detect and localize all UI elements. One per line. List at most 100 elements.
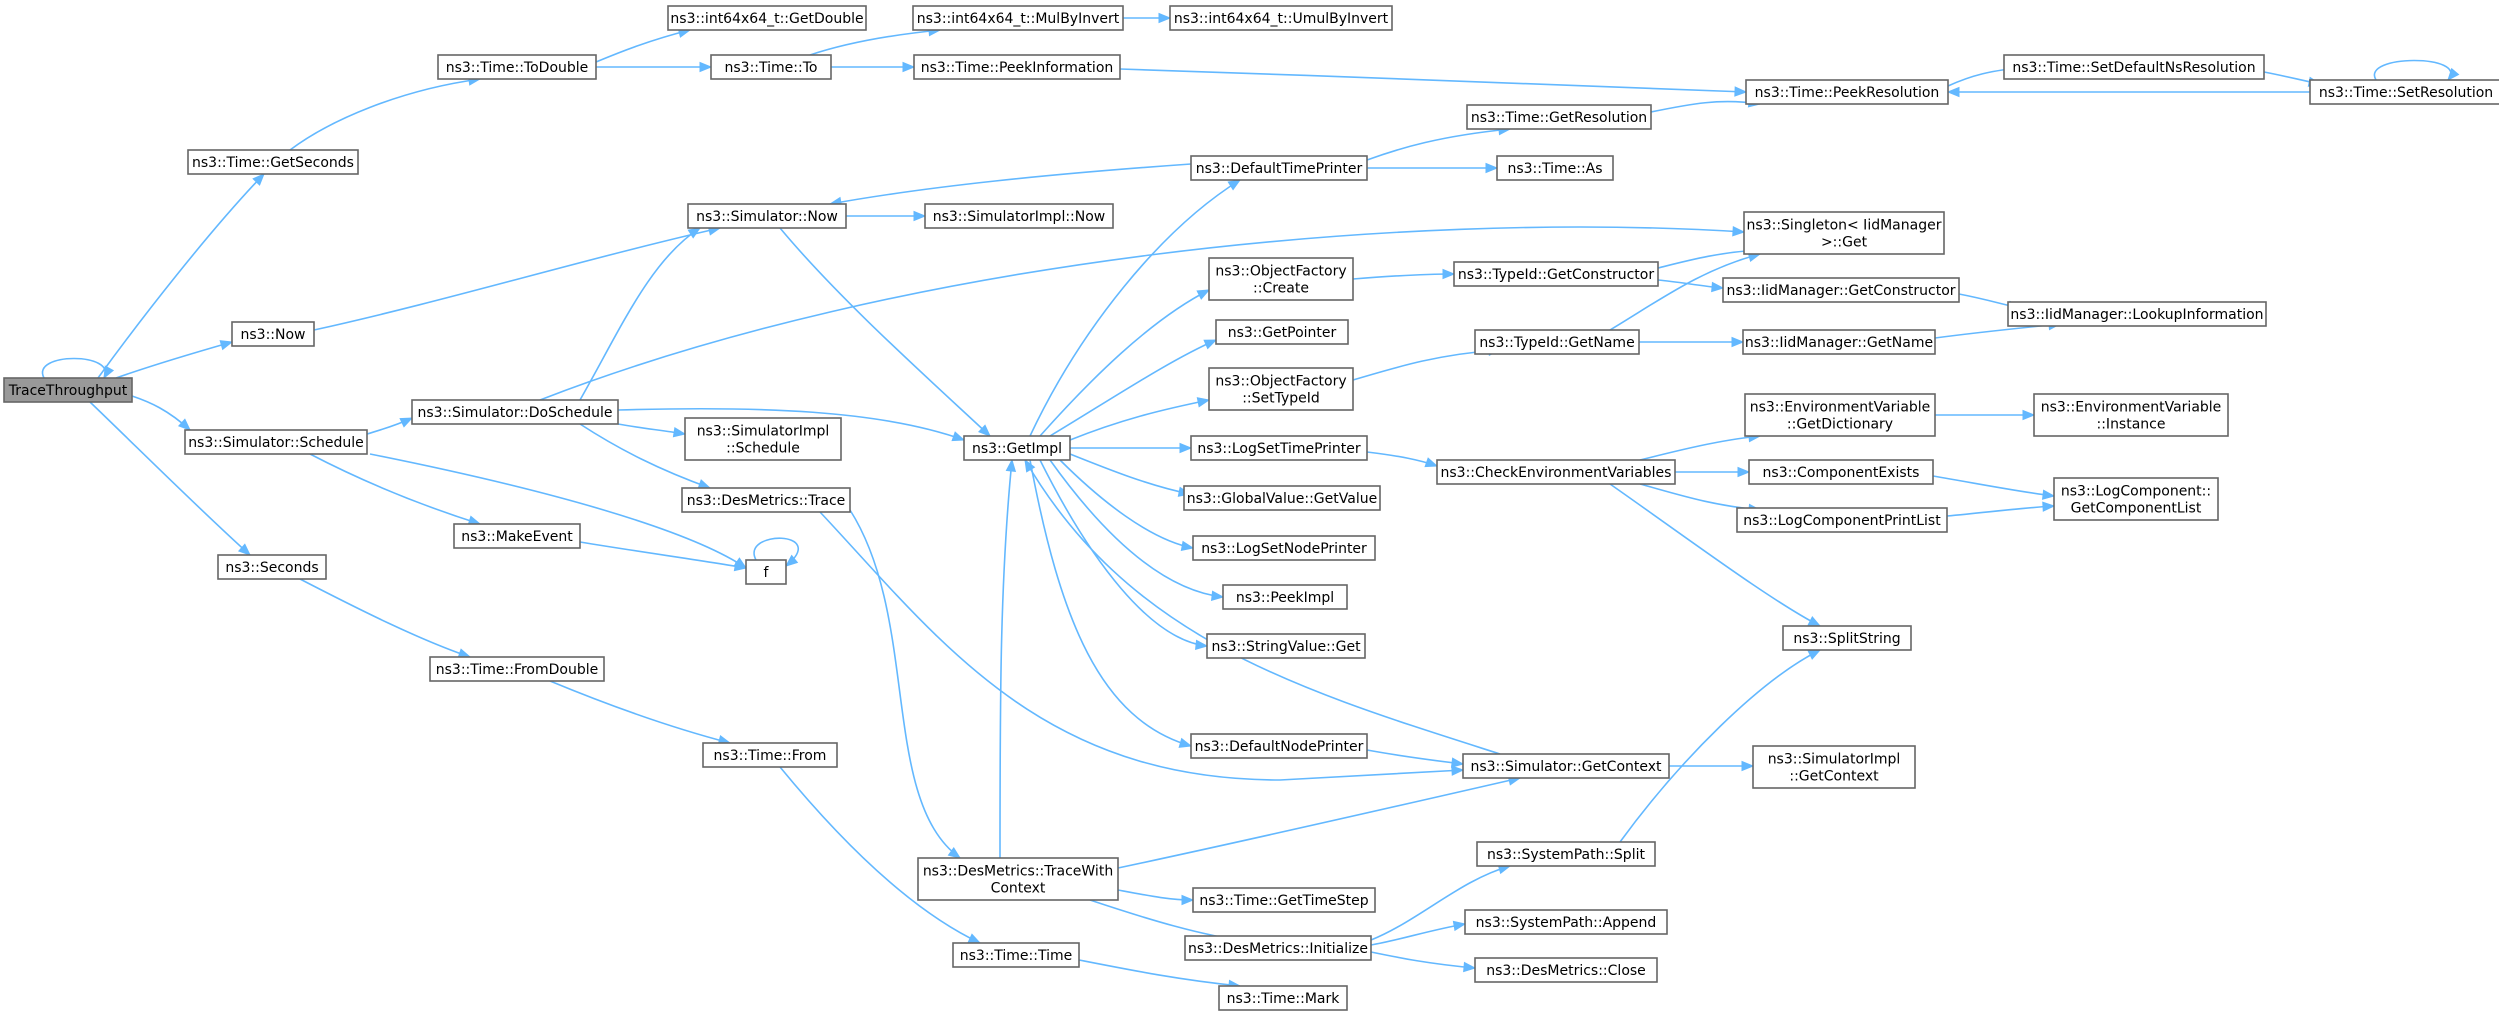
node-iidGetName[interactable]: ns3::IidManager::GetName [1742, 329, 1936, 355]
node-seconds[interactable]: ns3::Seconds [217, 554, 327, 580]
node-label: ::Schedule [726, 441, 800, 457]
node-simGetContext[interactable]: ns3::Simulator::GetContext [1462, 753, 1670, 779]
node-globalValueGetValue[interactable]: ns3::GlobalValue::GetValue [1183, 485, 1381, 511]
node-box [681, 487, 851, 513]
edge-setResolution-to-setResolution [2373, 59, 2460, 82]
node-logSetNodePrinter[interactable]: ns3::LogSetNodePrinter [1192, 535, 1376, 561]
node-box [1192, 535, 1376, 561]
node-schedule[interactable]: ns3::Simulator::Schedule [184, 429, 368, 455]
node-simImplGetContext[interactable]: ns3::SimulatorImpl::GetContext [1752, 745, 1916, 789]
node-label: ns3::GetImpl [972, 441, 1062, 457]
node-label: ns3::LogComponent:: [2061, 484, 2211, 500]
node-stringValueGet[interactable]: ns3::StringValue::Get [1206, 633, 1366, 659]
node-desInitialize[interactable]: ns3::DesMetrics::Initialize [1184, 935, 1372, 961]
edge-root-to-root [41, 357, 115, 380]
node-box [1218, 985, 1348, 1011]
arrowhead-icon [1807, 649, 1822, 660]
node-mulByInvert[interactable]: ns3::int64x64_t::MulByInvert [912, 5, 1124, 31]
node-label: ns3::Time::GetSeconds [192, 155, 354, 171]
node-getComponentList[interactable]: ns3::LogComponent::GetComponentList [2053, 477, 2219, 521]
edge-root-to-getSeconds [97, 173, 265, 379]
edge-getSeconds-to-toDouble [289, 75, 482, 151]
node-systemPathSplit[interactable]: ns3::SystemPath::Split [1476, 841, 1656, 867]
node-fromDouble[interactable]: ns3::Time::FromDouble [429, 656, 605, 682]
node-splitString[interactable]: ns3::SplitString [1782, 625, 1912, 651]
arrowhead-icon [1732, 226, 1746, 237]
node-setDefaultNsRes[interactable]: ns3::Time::SetDefaultNsResolution [2003, 54, 2265, 80]
node-typeIdGetConstructor[interactable]: ns3::TypeId::GetConstructor [1453, 261, 1659, 287]
node-logSetTimePrinter[interactable]: ns3::LogSetTimePrinter [1190, 435, 1368, 461]
edge-traceWithContext-to-simGetContext [1117, 775, 1522, 869]
arrowhead-icon [1158, 12, 1172, 24]
node-timeTo[interactable]: ns3::Time::To [710, 54, 832, 80]
node-objFactoryCreate[interactable]: ns3::ObjectFactory::Create [1208, 257, 1354, 301]
node-lookupInformation[interactable]: ns3::IidManager::LookupInformation [2007, 301, 2267, 327]
arrowhead-icon [902, 61, 916, 73]
node-i64GetDouble[interactable]: ns3::int64x64_t::GetDouble [667, 5, 867, 31]
node-peekResolution[interactable]: ns3::Time::PeekResolution [1745, 79, 1949, 105]
arrowhead-icon [1005, 458, 1017, 472]
edge-line [579, 541, 747, 569]
arrowhead-icon [967, 933, 982, 944]
node-getSeconds[interactable]: ns3::Time::GetSeconds [187, 149, 359, 175]
node-box [1466, 104, 1652, 130]
edge-defaultTimePrinter-to-timeAs [1367, 162, 1499, 174]
arrowhead-icon [2447, 67, 2460, 82]
node-timeTime[interactable]: ns3::Time::Time [952, 942, 1080, 968]
node-simNow[interactable]: ns3::Simulator::Now [687, 203, 847, 229]
node-simImplSchedule[interactable]: ns3::SimulatorImpl::Schedule [684, 417, 842, 461]
node-setResolution[interactable]: ns3::Time::SetResolution [2309, 79, 2499, 105]
edge-line [289, 78, 481, 151]
node-now[interactable]: ns3::Now [231, 321, 315, 347]
node-umulByInvert[interactable]: ns3::int64x64_t::UmulByInvert [1169, 5, 1393, 31]
edge-fromDouble-to-timeFrom [549, 680, 732, 746]
node-timeMark[interactable]: ns3::Time::Mark [1218, 985, 1348, 1011]
node-iidGetConstructor[interactable]: ns3::IidManager::GetConstructor [1722, 277, 1960, 303]
edge-line [829, 163, 1192, 205]
node-typeIdGetName[interactable]: ns3::TypeId::GetName [1474, 329, 1640, 355]
node-timeAs[interactable]: ns3::Time::As [1496, 155, 1614, 181]
arrowhead-icon [103, 365, 115, 380]
node-logComponentPrintList[interactable]: ns3::LogComponentPrintList [1736, 507, 1948, 533]
node-simImplNow[interactable]: ns3::SimulatorImpl::Now [924, 203, 1114, 229]
node-timeFrom[interactable]: ns3::Time::From [702, 742, 838, 768]
node-desClose[interactable]: ns3::DesMetrics::Close [1474, 957, 1658, 983]
node-defaultNodePrinter[interactable]: ns3::DefaultNodePrinter [1190, 733, 1368, 759]
node-singletonGet[interactable]: ns3::Singleton< IidManager>::Get [1743, 211, 1945, 255]
node-label: ::Instance [2097, 417, 2166, 433]
edge-getImpl-to-logSetNodePrinter [1059, 459, 1195, 552]
node-setTypeId[interactable]: ns3::ObjectFactory::SetTypeId [1208, 367, 1354, 411]
edge-line [617, 407, 965, 441]
node-defaultTimePrinter[interactable]: ns3::DefaultTimePrinter [1190, 155, 1368, 181]
edge-doSchedule-to-simImplSchedule [617, 423, 687, 438]
node-peekImpl[interactable]: ns3::PeekImpl [1222, 584, 1348, 610]
node-makeEvent[interactable]: ns3::MakeEvent [453, 523, 581, 549]
node-checkEnvVars[interactable]: ns3::CheckEnvironmentVariables [1436, 459, 1676, 485]
node-envGetDictionary[interactable]: ns3::EnvironmentVariable::GetDictionary [1744, 393, 1936, 437]
edge-line [97, 173, 265, 379]
node-getImpl[interactable]: ns3::GetImpl [963, 435, 1071, 461]
node-getResolution[interactable]: ns3::Time::GetResolution [1466, 104, 1652, 130]
node-label: Context [991, 881, 1046, 897]
node-getTimeStep[interactable]: ns3::Time::GetTimeStep [1192, 887, 1376, 913]
node-desMetricsTrace[interactable]: ns3::DesMetrics::Trace [681, 487, 851, 513]
node-root[interactable]: TraceThroughput [3, 377, 133, 403]
node-componentExists[interactable]: ns3::ComponentExists [1748, 459, 1934, 485]
node-getPointer[interactable]: ns3::GetPointer [1215, 319, 1349, 345]
node-envInstance[interactable]: ns3::EnvironmentVariable::Instance [2033, 393, 2229, 437]
node-box [1190, 155, 1368, 181]
node-peekInformation[interactable]: ns3::Time::PeekInformation [913, 54, 1121, 80]
node-systemPathAppend[interactable]: ns3::SystemPath::Append [1464, 909, 1668, 935]
node-doSchedule[interactable]: ns3::Simulator::DoSchedule [411, 399, 619, 425]
node-toDouble[interactable]: ns3::Time::ToDouble [437, 54, 597, 80]
node-f[interactable]: f [745, 559, 787, 585]
edge-line [999, 459, 1013, 859]
edge-line [1639, 483, 1761, 511]
edge-line [1946, 505, 2055, 517]
node-box [1183, 485, 1381, 511]
node-label: ns3::Time::PeekInformation [921, 60, 1114, 76]
node-label: ns3::TypeId::GetConstructor [1458, 267, 1654, 283]
arrowhead-icon [1195, 639, 1209, 651]
edge-line [579, 423, 711, 489]
